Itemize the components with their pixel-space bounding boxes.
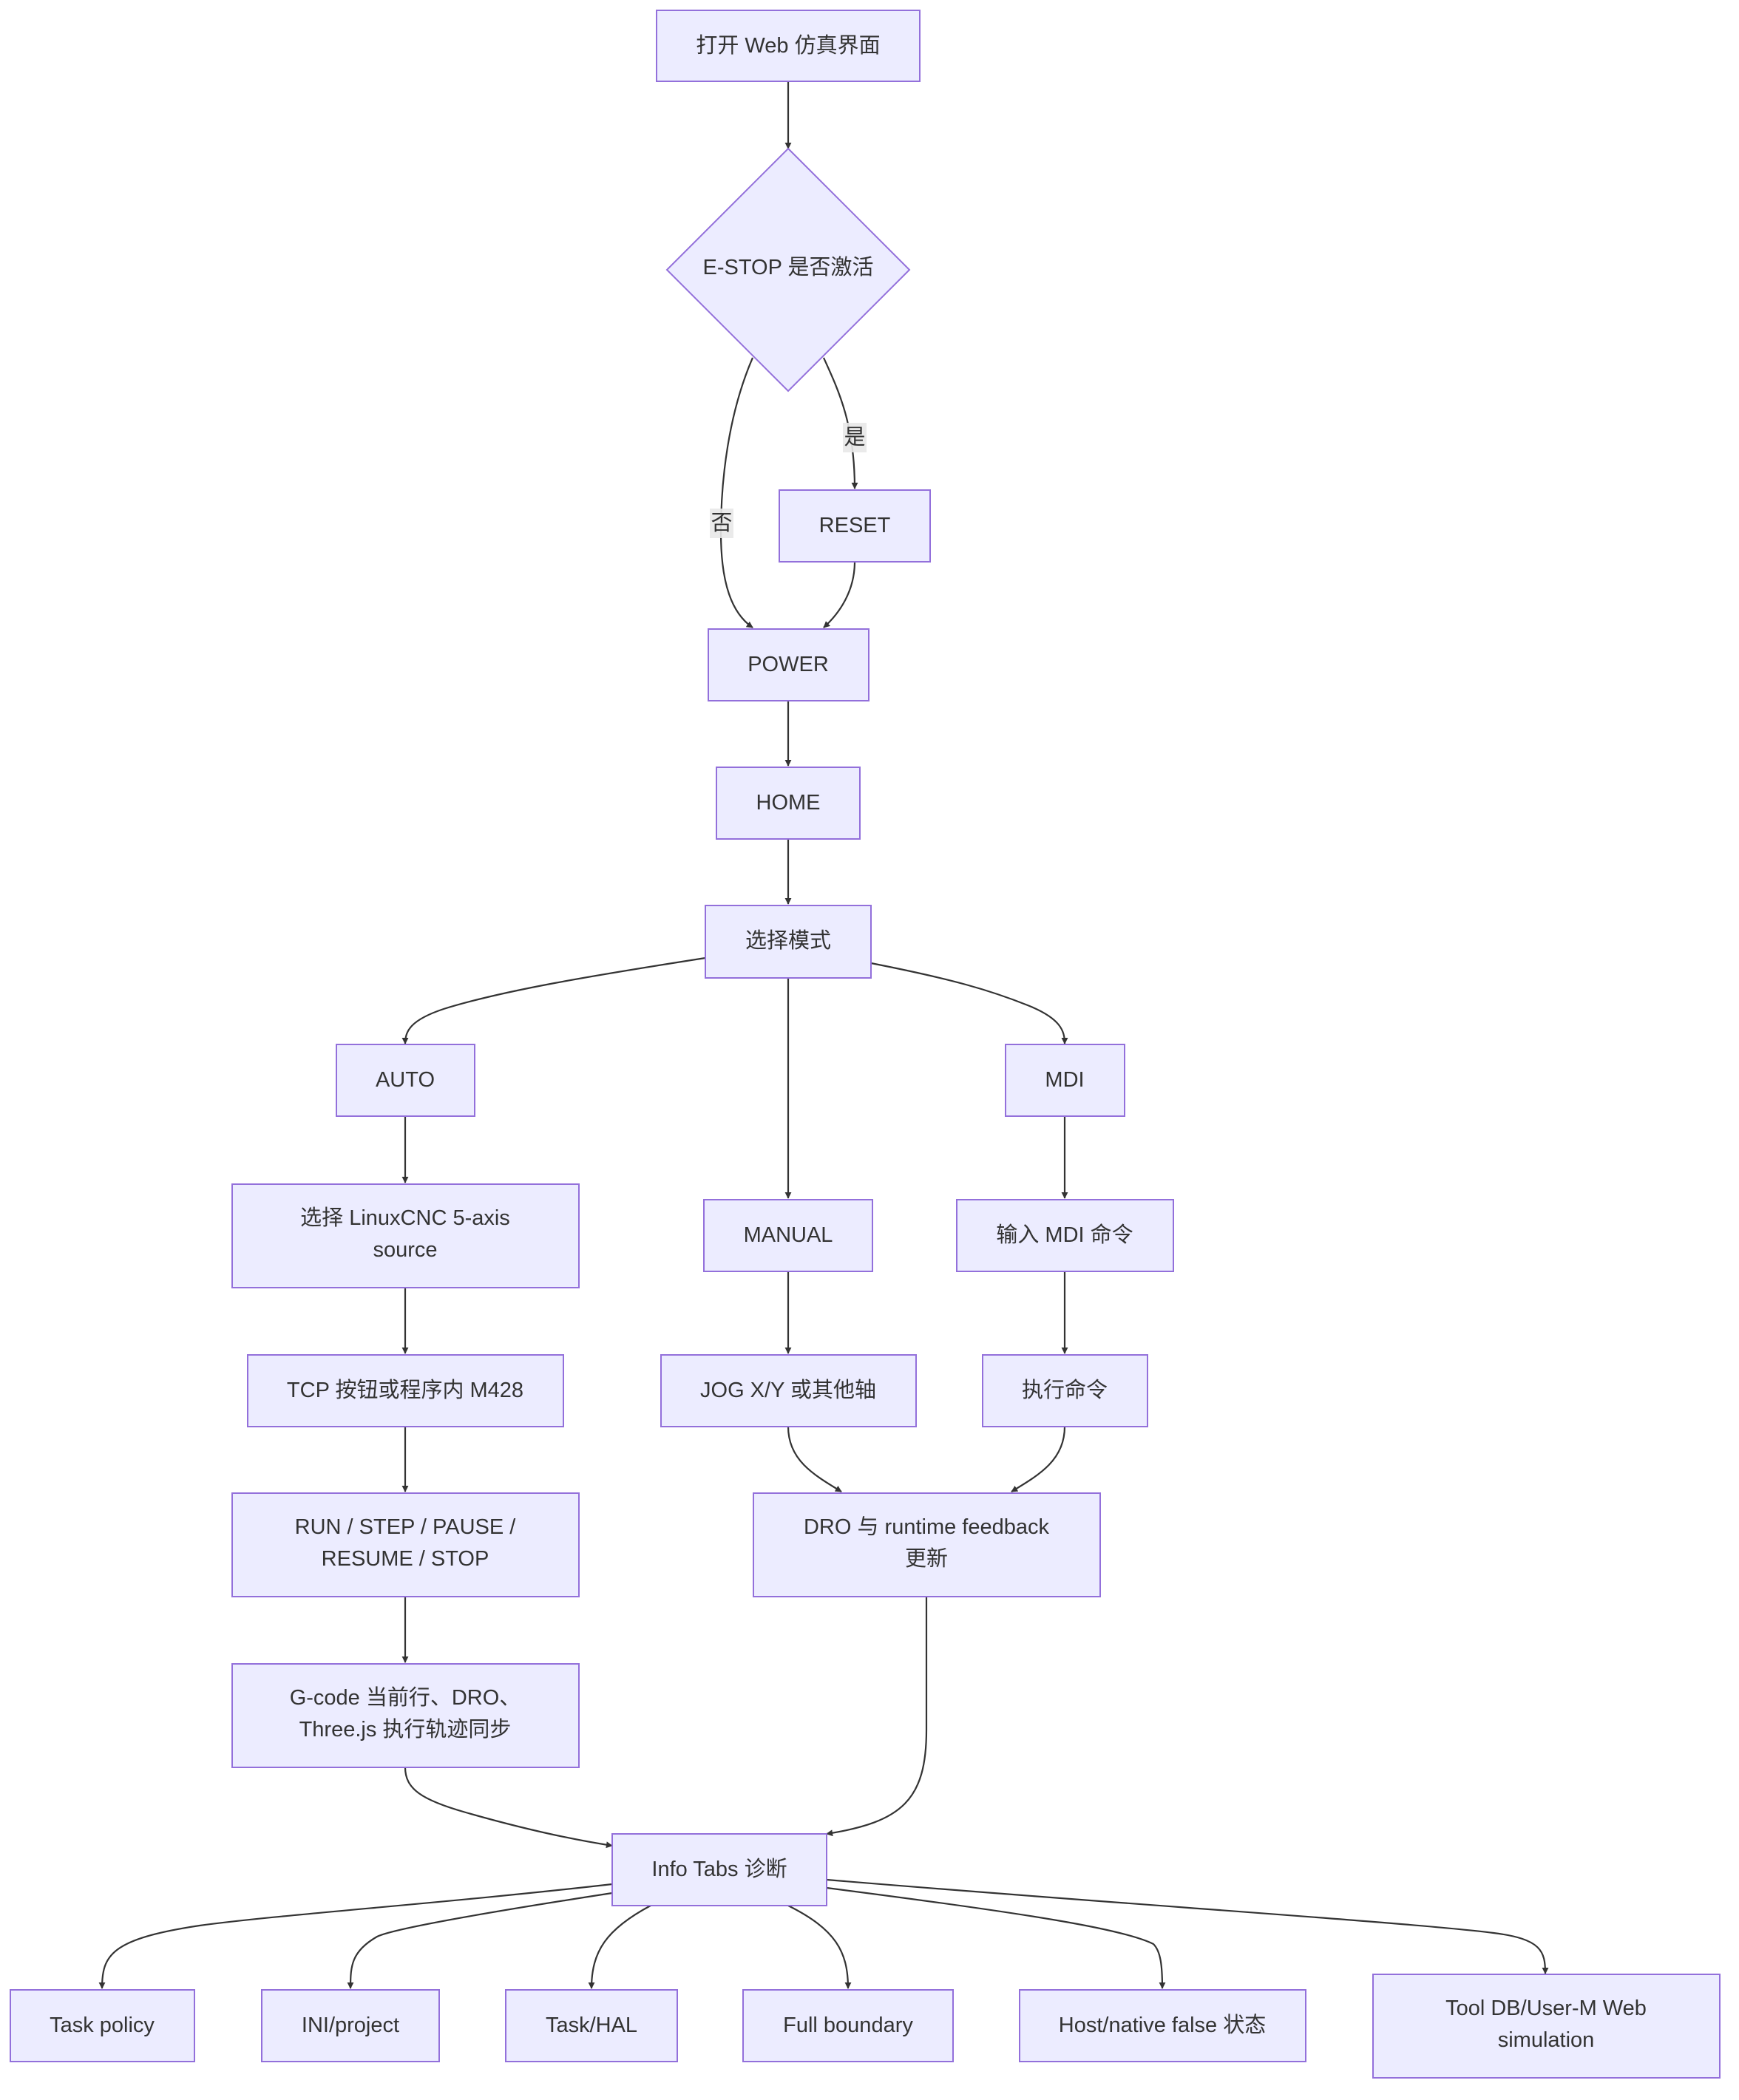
node-open-web-label: 打开 Web 仿真界面 (696, 33, 880, 58)
node-home-label: HOME (756, 791, 821, 815)
node-mdi[interactable]: MDI (1005, 1044, 1125, 1117)
edge-dro-to-info-tabs (826, 1597, 928, 1837)
node-select-source[interactable]: 选择 LinuxCNC 5-axis source (231, 1183, 580, 1288)
node-tool-db-line-2: simulation (1498, 2028, 1595, 2052)
node-tool-db[interactable]: Tool DB/User-M Web simulation (1372, 1974, 1721, 2079)
node-run-line-1: RUN / STEP / PAUSE / (295, 1515, 517, 1539)
node-reset-label: RESET (819, 514, 891, 537)
node-dro-line-1: DRO 与 runtime feedback (804, 1515, 1050, 1539)
edge-label-yes: 是 (844, 426, 865, 449)
edge-info-tabs-to-task-hal (588, 1905, 651, 1989)
node-task-hal[interactable]: Task/HAL (505, 1989, 678, 2062)
edge-estop-yes-to-reset (822, 357, 858, 489)
node-reset[interactable]: RESET (779, 489, 931, 563)
edge-info-tabs-to-full-boundary (787, 1905, 852, 1989)
node-select-source-line-2: source (373, 1238, 437, 1262)
edge-estop-no-to-power (719, 357, 754, 628)
edges (98, 81, 1549, 1989)
edge-info-tabs-to-ini-project (347, 1892, 613, 1989)
edge-gcode-to-info-tabs (404, 1767, 613, 1849)
edge-label-yes-bg (843, 423, 867, 452)
node-home[interactable]: HOME (716, 767, 861, 840)
node-task-policy-label: Task policy (50, 2014, 155, 2037)
node-estop-label: E-STOP 是否激活 (703, 255, 874, 279)
node-mdi-input[interactable]: 输入 MDI 命令 (956, 1199, 1174, 1272)
nodes: 打开 Web 仿真界面 E-STOP 是否激活 RESET POWER HOME… (10, 10, 1721, 2079)
node-info-tabs[interactable]: Info Tabs 诊断 (611, 1833, 827, 1906)
node-manual-label: MANUAL (744, 1223, 833, 1247)
node-run[interactable]: RUN / STEP / PAUSE / RESUME / STOP (231, 1492, 580, 1597)
edge-reset-to-power (823, 561, 856, 628)
node-mdi-input-label: 输入 MDI 命令 (996, 1223, 1133, 1247)
edge-select-mode-to-mdi (870, 962, 1068, 1044)
edge-info-tabs-to-tool-db (826, 1878, 1549, 1974)
node-select-source-line-1: 选择 LinuxCNC 5-axis (300, 1206, 510, 1230)
node-ini-project[interactable]: INI/project (261, 1989, 440, 2062)
node-task-hal-label: Task/HAL (546, 2014, 637, 2037)
node-host-native-label: Host/native false 状态 (1059, 2013, 1266, 2037)
node-gcode[interactable]: G-code 当前行、DRO、 Three.js 执行轨迹同步 (231, 1663, 580, 1768)
node-info-tabs-label: Info Tabs 诊断 (651, 1857, 787, 1881)
node-tool-db-line-1: Tool DB/User-M Web (1445, 1997, 1647, 2020)
edge-jog-to-dro (787, 1426, 842, 1492)
edge-info-tabs-to-host-native (826, 1886, 1166, 1989)
edge-info-tabs-to-task-policy (98, 1883, 613, 1989)
node-tcp-label: TCP 按钮或程序内 M428 (287, 1378, 523, 1402)
edge-labels: 否 是 (710, 423, 867, 538)
node-power-label: POWER (748, 653, 829, 676)
node-auto-label: AUTO (376, 1068, 435, 1092)
node-ini-project-label: INI/project (302, 2014, 399, 2037)
node-tcp[interactable]: TCP 按钮或程序内 M428 (247, 1354, 564, 1427)
node-open-web[interactable]: 打开 Web 仿真界面 (656, 10, 921, 82)
node-auto[interactable]: AUTO (336, 1044, 475, 1117)
node-dro-line-2: 更新 (905, 1546, 948, 1571)
node-gcode-line-2: Three.js 执行轨迹同步 (299, 1717, 512, 1741)
node-dro[interactable]: DRO 与 runtime feedback 更新 (753, 1492, 1101, 1597)
node-manual[interactable]: MANUAL (703, 1199, 873, 1272)
node-full-boundary-label: Full boundary (783, 2014, 913, 2037)
edge-select-mode-to-auto (401, 956, 706, 1044)
node-host-native[interactable]: Host/native false 状态 (1019, 1989, 1306, 2062)
edge-exec-to-dro (1011, 1426, 1066, 1492)
edge-label-no-bg (710, 509, 733, 538)
node-jog[interactable]: JOG X/Y 或其他轴 (660, 1354, 917, 1427)
node-exec[interactable]: 执行命令 (982, 1354, 1148, 1427)
node-power[interactable]: POWER (708, 628, 870, 701)
node-jog-label: JOG X/Y 或其他轴 (700, 1378, 876, 1402)
edge-label-no: 否 (711, 512, 732, 535)
node-select-mode[interactable]: 选择模式 (705, 905, 872, 979)
node-estop-decision[interactable]: E-STOP 是否激活 (665, 147, 911, 393)
node-select-mode-label: 选择模式 (745, 928, 831, 953)
node-task-policy[interactable]: Task policy (10, 1989, 195, 2062)
node-gcode-line-1: G-code 当前行、DRO、 (290, 1685, 521, 1710)
node-mdi-label: MDI (1045, 1068, 1084, 1092)
node-exec-label: 执行命令 (1022, 1378, 1108, 1402)
node-full-boundary[interactable]: Full boundary (742, 1989, 954, 2062)
node-run-line-2: RESUME / STOP (322, 1547, 489, 1571)
